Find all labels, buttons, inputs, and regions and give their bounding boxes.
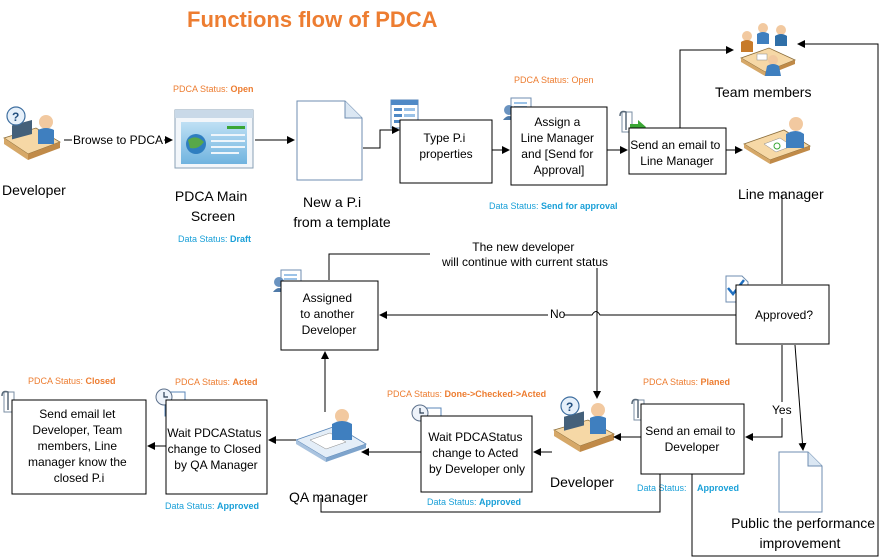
edge-yes-label: Yes	[772, 403, 792, 417]
box-email-close: Send email let Developer, Team members, …	[11, 399, 147, 495]
actor-team-members: Team members	[715, 84, 811, 100]
box-type-pi: Type P.i properties	[399, 119, 493, 184]
data-status-assign: Data Status: Send for approval	[489, 201, 618, 211]
pdca-status-assign: PDCA Status: Open	[514, 75, 594, 85]
pdca-status-acted: PDCA Status: Acted	[175, 377, 258, 387]
box-wait-closed: Wait PDCAStatus change to Closed by QA M…	[165, 399, 268, 495]
box-email-line-manager-text: Send an email to Line Manager	[630, 138, 723, 168]
edge-approved-to-public	[794, 344, 807, 451]
diagram-title: Functions flow of PDCA	[187, 7, 438, 32]
box-assigned-developer: Assigned to another Developer	[280, 280, 379, 351]
box-wait-acted-text: Wait PDCAStatus change to Acted by Devel…	[428, 430, 526, 476]
box-email-developer-text: Send an email to Developer	[645, 424, 738, 454]
edge-public-loop	[691, 40, 879, 557]
label-new-pi: New a P.i from a template	[293, 194, 390, 230]
edge-no-label: No	[550, 307, 566, 321]
data-status-wait-acted: Data Status: Approved	[427, 497, 521, 507]
box-email-line-manager: Send an email to Line Manager	[628, 127, 727, 175]
pdca-status-planed: PDCA Status: Planed	[643, 377, 730, 387]
edge-new-to-type	[363, 126, 400, 149]
box-type-pi-text: Type P.i properties	[419, 131, 472, 161]
box-assign-line-manager-text: Assign a Line Manager and [Send for Appr…	[521, 115, 598, 177]
actor-qa-manager: QA manager	[289, 489, 368, 505]
actor-line-manager: Line manager	[738, 186, 824, 202]
edge-yes	[745, 345, 783, 441]
actor-developer-top: Developer	[2, 182, 66, 198]
pdca-status-done-checked-acted: PDCA Status: Done->Checked->Acted	[387, 389, 546, 399]
qa-manager-icon	[295, 409, 367, 462]
data-status-main: Data Status: Draft	[178, 234, 251, 244]
edge-no	[379, 311, 736, 319]
developer-icon: ?	[553, 396, 615, 452]
box-assigned-developer-text: Assigned to another Developer	[300, 291, 357, 337]
edge-continue-label: The new developer will continue with cur…	[441, 240, 608, 269]
box-email-developer: Send an email to Developer	[640, 403, 745, 475]
data-status-email-dev: Data Status: Approved	[637, 483, 739, 493]
box-approved-text: Approved?	[755, 308, 813, 322]
pdca-status-closed: PDCA Status: Closed	[28, 376, 116, 386]
data-status-wait-closed: Data Status: Approved	[165, 501, 259, 511]
document-icon	[296, 100, 363, 181]
edge-emaildev-bottom	[320, 474, 661, 513]
svg-text:?: ?	[12, 110, 19, 124]
edge-browse-label: Browse to PDCA	[73, 133, 163, 147]
pdca-status-main: PDCA Status: Open	[173, 84, 254, 94]
box-wait-acted: Wait PDCAStatus change to Acted by Devel…	[420, 415, 533, 493]
box-assign-line-manager: Assign a Line Manager and [Send for Appr…	[510, 106, 608, 186]
line-manager-icon	[743, 117, 811, 164]
document-icon	[778, 451, 823, 513]
developer-icon: ?	[3, 106, 61, 160]
box-email-close-text: Send email let Developer, Team members, …	[28, 407, 130, 485]
box-wait-closed-text: Wait PDCAStatus change to Closed by QA M…	[167, 426, 265, 472]
team-members-icon	[740, 23, 797, 76]
actor-developer-bottom: Developer	[550, 474, 614, 490]
box-approved-decision: Approved?	[735, 284, 830, 345]
edge-email-to-team	[679, 46, 734, 128]
svg-text:?: ?	[566, 400, 573, 414]
browser-screen-icon	[174, 109, 254, 169]
label-public-improvement: Public the performance improvement	[731, 515, 879, 551]
label-pdca-main-screen: PDCA Main Screen	[175, 188, 251, 224]
